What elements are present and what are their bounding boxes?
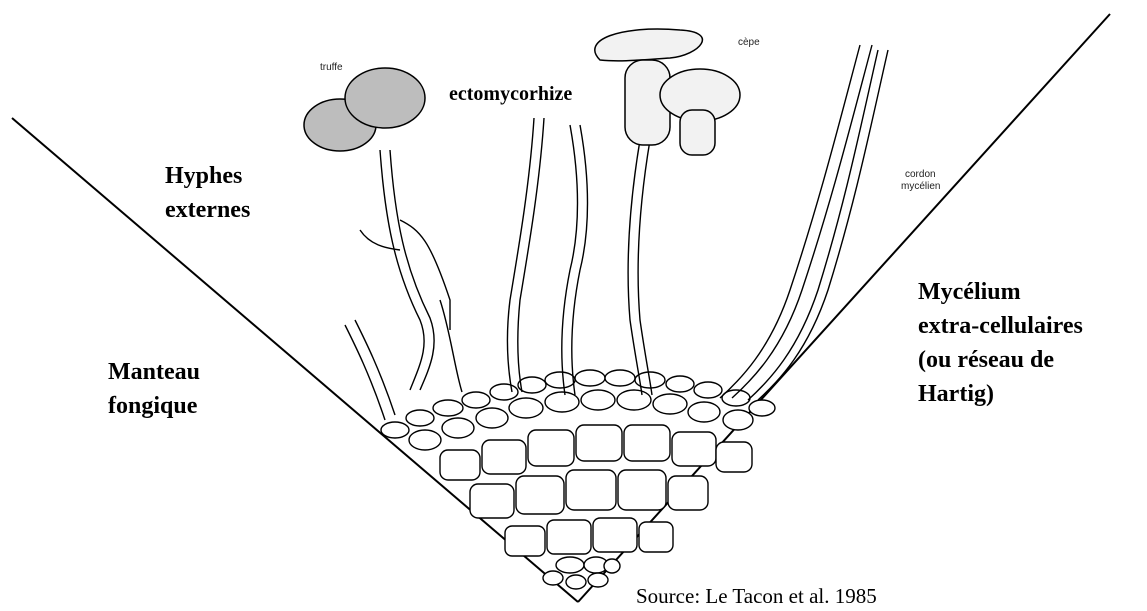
manteau-label-2: fongique	[108, 392, 197, 420]
manteau-label-1: Manteau	[108, 358, 200, 386]
hyphes-label-2: externes	[165, 196, 250, 224]
cepe-label: cèpe	[738, 37, 760, 48]
cordon-label-1: cordon	[905, 169, 936, 180]
mycelium-label-1: Mycélium	[918, 278, 1021, 306]
source-citation: Source: Le Tacon et al. 1985	[636, 584, 877, 609]
hyphes-label-1: Hyphes	[165, 162, 242, 190]
mycelium-label-4: Hartig)	[918, 380, 994, 408]
hyphae	[345, 45, 888, 420]
mycelium-label-2: extra-cellulaires	[918, 312, 1083, 340]
root-cortex-cells	[381, 370, 775, 589]
ectomycorhize-label: ectomycorhize	[449, 83, 572, 106]
truffle-label: truffe	[320, 62, 343, 73]
cordon-label-2: mycélien	[901, 181, 940, 192]
cepe-mushroom	[595, 29, 740, 155]
truffle-fruiting-body	[304, 68, 425, 151]
mycelium-label-3: (ou réseau de	[918, 346, 1054, 374]
